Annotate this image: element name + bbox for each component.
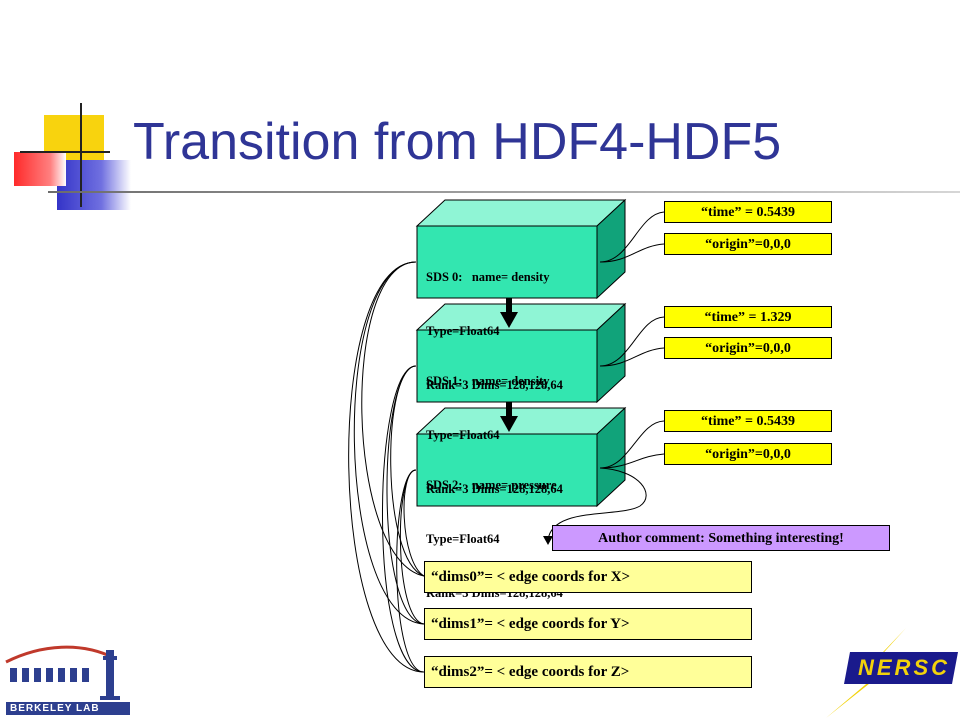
decor-blue-square	[57, 160, 131, 210]
dims2-box: “dims2”= < edge coords for Z>	[424, 656, 752, 688]
sds-2-label: SDS 2: name= pressure Type=Float64 Rank=…	[426, 440, 563, 620]
nersc-logo: NERSC	[806, 626, 960, 720]
sds-0-origin-attribute: “origin”=0,0,0	[664, 233, 832, 255]
sds-2-type: Type=Float64	[426, 532, 500, 546]
sds-0-rank: Rank=3 Dims=128,128,64	[426, 378, 563, 392]
sds-0-id: SDS 0:	[426, 270, 463, 284]
sds-1-time-attribute: “time” = 1.329	[664, 306, 832, 328]
sds-1-rank: Rank=3 Dims=128,128,64	[426, 482, 563, 496]
dimension-connectors	[348, 261, 425, 673]
sds-0-time-attribute: “time” = 0.5439	[664, 201, 832, 223]
sds-1-label: SDS 1: name= density Type=Float64 Rank=3…	[426, 336, 563, 516]
nersc-label: NERSC	[858, 655, 951, 680]
dims0-box: “dims0”= < edge coords for X>	[424, 561, 752, 593]
decor-red-square	[14, 152, 66, 186]
sds-2-box	[415, 406, 627, 508]
decor-horizontal-line	[20, 151, 110, 153]
sds-order-arrow-2	[500, 402, 518, 432]
attribute-connectors	[547, 211, 665, 541]
nersc-lightning-mark	[826, 628, 958, 718]
decor-vertical-line	[80, 103, 82, 207]
sds-1-id: SDS 1:	[426, 374, 463, 388]
berkeley-lab-label: BERKELEY LAB	[10, 703, 100, 714]
sds-1-name: name= density	[471, 374, 550, 388]
sds-0-box	[415, 198, 627, 300]
sds-2-name: name= pressure	[471, 478, 557, 492]
berkeley-lab-logo: BERKELEY LAB	[2, 636, 132, 718]
author-comment: Author comment: Something interesting!	[552, 525, 890, 551]
sds-2-time-attribute: “time” = 0.5439	[664, 410, 832, 432]
title-divider	[48, 191, 960, 193]
sds-2-origin-attribute: “origin”=0,0,0	[664, 443, 832, 465]
sds-1-origin-attribute: “origin”=0,0,0	[664, 337, 832, 359]
sds-0-name: name= density	[471, 270, 550, 284]
sds-1-box	[415, 302, 627, 404]
page-title: Transition from HDF4-HDF5	[133, 113, 782, 171]
sds-0-label: SDS 0: name= density Type=Float64 Rank=3…	[426, 232, 563, 412]
dims1-box: “dims1”= < edge coords for Y>	[424, 608, 752, 640]
sds-1-type: Type=Float64	[426, 428, 500, 442]
sds-0-type: Type=Float64	[426, 324, 500, 338]
sds-2-id: SDS 2:	[426, 478, 463, 492]
sds-order-arrow-1	[500, 298, 518, 328]
berkeley-lab-logo-mark	[5, 645, 130, 715]
